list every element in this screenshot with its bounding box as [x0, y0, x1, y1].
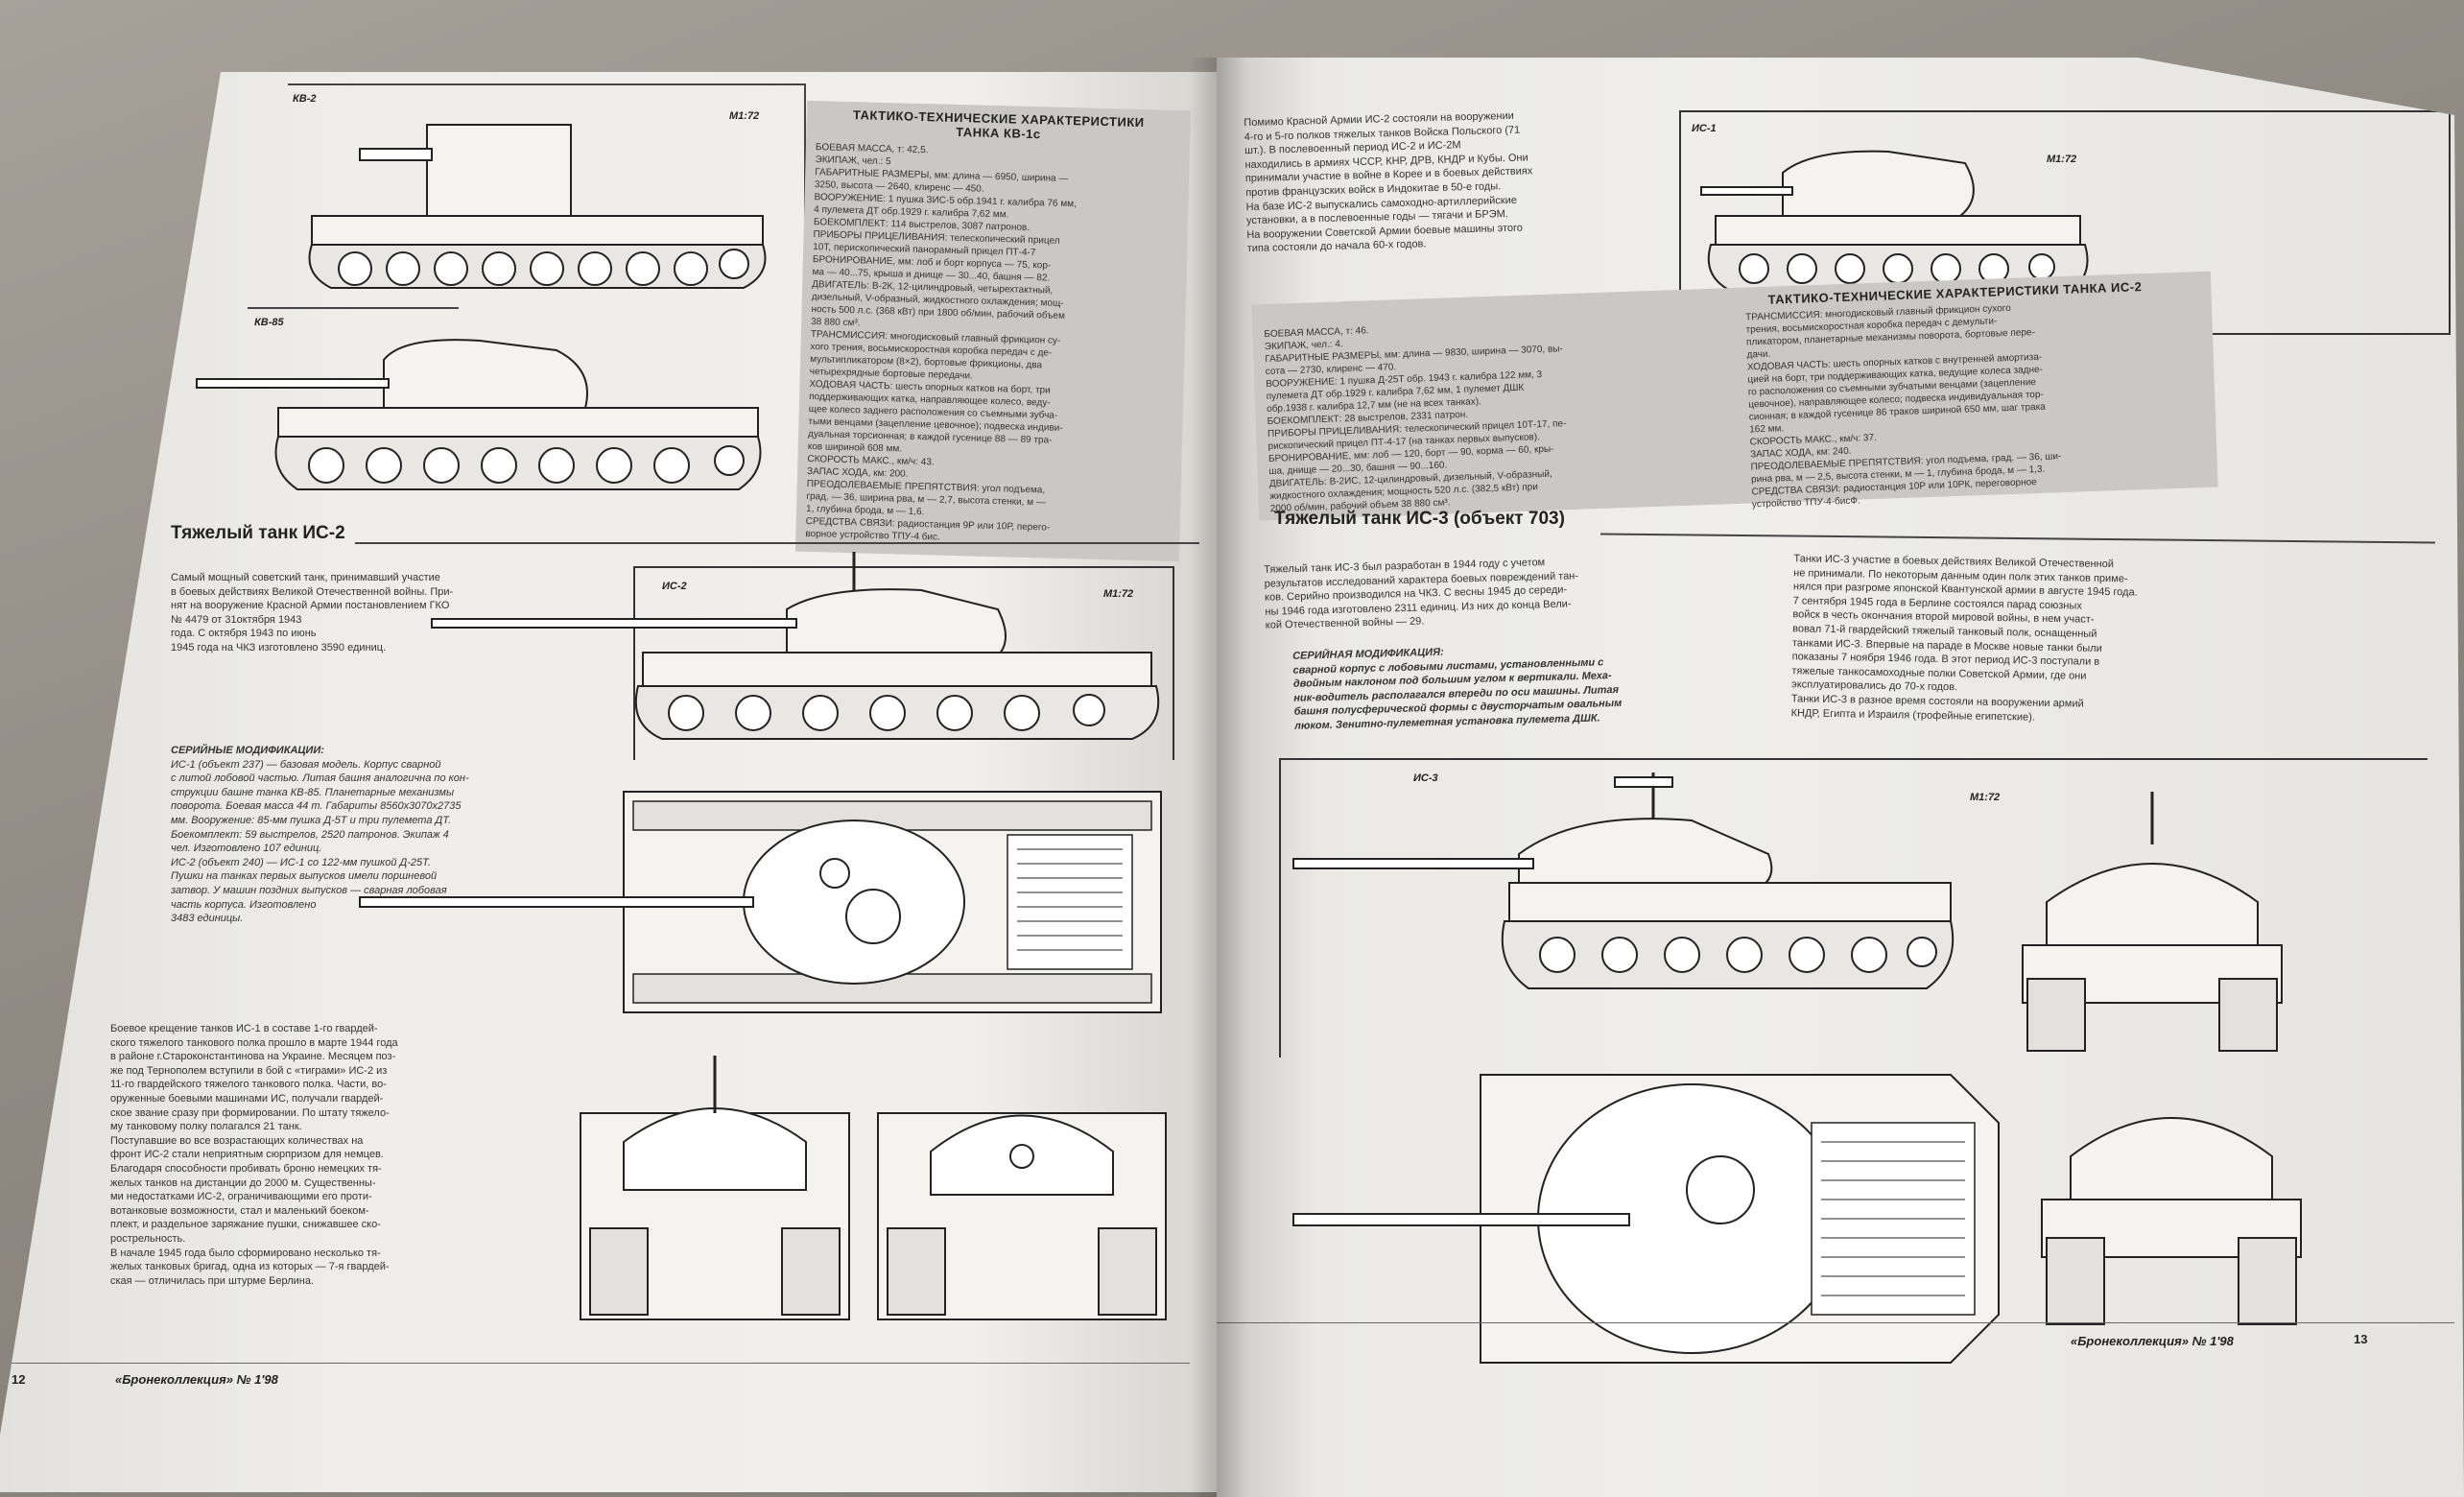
text-line: ми недостатками ИС-2, ограничивающими ег…: [110, 1191, 372, 1203]
right-footer-rule: [1217, 1322, 2454, 1323]
is2-foreign-text: Помимо Красной Армии ИС-2 состояли на во…: [1244, 105, 1698, 256]
is3-frame: [1279, 758, 2428, 1057]
text-line: ИС-2 (объект 240) — ИС-1 со 122-мм пушко…: [171, 856, 431, 868]
is2-heading-rule: [355, 542, 1199, 544]
kv85-frame-top: [248, 307, 459, 309]
text-line: Поступавшие во все возрастающих количест…: [110, 1134, 364, 1147]
kv2-label: КВ-2: [293, 93, 317, 105]
text-line: вотанковые возможности, стал и маленький…: [110, 1204, 369, 1217]
right-footer-title: «Бронеколлекция» № 1'98: [2071, 1334, 2234, 1348]
text-line: с литой лобовой частью. Литая башня анал…: [171, 772, 469, 785]
is3-side-drawing: [1289, 768, 1960, 1056]
is3-rear-drawing: [2032, 1070, 2310, 1329]
is2-scale: М1:72: [1103, 588, 1134, 600]
text-line: ИС-1 (объект 237) — базовая модель. Корп…: [171, 758, 441, 771]
text-line: в районе г.Староконстантинова на Украине…: [110, 1051, 396, 1063]
text-line: 11-го гвардейского тяжелого танкового по…: [110, 1079, 387, 1091]
left-footer-rule: [0, 1363, 1190, 1364]
text-line: Пушки на танках первых выпусков имели по…: [171, 870, 438, 883]
is2-heading: Тяжелый танк ИС-2: [171, 523, 345, 543]
text-line: в боевых действиях Великой Отечественной…: [171, 585, 454, 598]
text-line: нят на вооружение Красной Армии постанов…: [171, 600, 450, 612]
is3-heading-rule: [1600, 533, 2435, 544]
text-line: ская — отличилась при штурме Берлина.: [110, 1274, 315, 1287]
is2-intro-text: Самый мощный советский танк, принимавший…: [171, 571, 603, 655]
text-line: желых танковых бригад, одна из которых —…: [110, 1261, 390, 1273]
left-footer-title: «Бронеколлекция» № 1'98: [115, 1372, 278, 1387]
is2-label: ИС-2: [662, 581, 687, 592]
text-line: ского тяжелого танкового полка прошло в …: [110, 1036, 398, 1049]
text-line: му танковому полку полагался 21 танк.: [110, 1121, 302, 1133]
book-gutter: [1190, 58, 1247, 1497]
text-line: струкции башне танка КВ-85. Планетарные …: [171, 786, 455, 798]
text-line: поворота. Боевая масса 44 т. Габариты 85…: [171, 800, 462, 813]
text-line: № 4479 от 31октября 1943: [171, 613, 302, 626]
is2-front-rear-drawing: [576, 1036, 1171, 1329]
text-line: желых танков на дистанции до 2000 м. Сущ…: [110, 1176, 376, 1189]
text-line: года. С октября 1943 по июнь: [171, 628, 317, 640]
left-page-number: 12: [12, 1372, 26, 1387]
text-line: плект, и раздельное заряжание пушки, сни…: [110, 1219, 381, 1231]
is2-side-drawing: [422, 542, 1171, 763]
is2-mods-heading: СЕРИЙНЫЕ МОДИФИКАЦИИ:: [171, 745, 324, 756]
text-line: Боевое крещение танков ИС-1 в составе 1-…: [110, 1023, 378, 1034]
text-line: рострельность.: [110, 1232, 186, 1245]
is3-intro-text: Тяжелый танк ИС-3 был разработан в 1944 …: [1264, 550, 1765, 633]
is1-label: ИС-1: [1692, 123, 1717, 134]
left-page: КВ-2 М1:72 КВ-85: [0, 72, 1217, 1492]
right-page: Помимо Красной Армии ИС-2 состояли на во…: [1217, 58, 2464, 1497]
is2-spec-right-col: ТРАНСМИССИЯ: многодисковый главный фрикц…: [1745, 296, 2203, 511]
kv1s-spec-box: ТАКТИКО-ТЕХНИЧЕСКИЕ ХАРАКТЕРИСТИКИ ТАНКА…: [794, 100, 1192, 562]
is3-front-drawing: [2008, 787, 2296, 1056]
text-line: В начале 1945 года было сформировано нес…: [110, 1247, 381, 1259]
text-line: Самый мощный советский танк, принимавший…: [171, 572, 440, 583]
is3-mods-text: СЕРИЙНАЯ МОДИФИКАЦИЯ: сварной корпус с л…: [1292, 636, 1793, 733]
is3-top-drawing: [1289, 1065, 2008, 1372]
is2-spec-left-col: БОЕВАЯ МАССА, т: 46. ЭКИПАЖ, чел.: 4. ГА…: [1264, 312, 1741, 528]
is3-label: ИС-3: [1413, 772, 1438, 784]
kv85-label: КВ-85: [254, 317, 284, 328]
text-line: чел. Изготовлено 107 единиц.: [171, 843, 322, 855]
text-line: часть корпуса. Изготовлено: [171, 898, 317, 911]
text-line: Боекомплект: 59 выстрелов, 2520 патронов…: [171, 828, 449, 841]
text-line: затвор. У машин поздних выпусков — сварн…: [171, 884, 447, 896]
right-page-number: 13: [2354, 1332, 2368, 1346]
kv2-scale: М1:72: [729, 110, 760, 122]
is3-heading: Тяжелый танк ИС-3 (объект 703): [1274, 509, 1565, 529]
text-line: 1945 года на ЧКЗ изготовлено 3590 единиц…: [171, 641, 387, 653]
is2-spec-box: ТАКТИКО-ТЕХНИЧЕСКИЕ ХАРАКТЕРИСТИКИ ТАНКА…: [1251, 271, 2218, 521]
is2-top-drawing: [355, 787, 1171, 1022]
is1-scale: М1:72: [2047, 154, 2077, 165]
kv2-side-drawing: [302, 106, 772, 312]
is2-side-frame: [633, 566, 1174, 760]
is2-mods-text: СЕРИЙНЫЕ МОДИФИКАЦИИ: ИС-1 (объект 237) …: [171, 744, 583, 926]
text-line: ское звание сразу при формировании. По ш…: [110, 1106, 390, 1119]
is2-body-text: Боевое крещение танков ИС-1 в составе 1-…: [110, 1022, 561, 1288]
text-line: Благодаря способности пробивать броню не…: [110, 1162, 382, 1175]
text-line: же под Тернополем вступили в бой с «тигр…: [110, 1064, 388, 1077]
is3-service-text: Танки ИС-3 участие в боевых действиях Ве…: [1791, 552, 2312, 729]
kv2-frame-top: [288, 83, 806, 85]
text-line: 3483 единицы.: [171, 913, 244, 925]
text-line: оруженные боевыми машинами ИС, получали …: [110, 1092, 384, 1105]
text-line: мм. Вооружение: 85-мм пушка Д-5Т и три п…: [171, 814, 452, 826]
is3-scale: М1:72: [1970, 792, 2001, 803]
kv85-side-drawing: [192, 331, 787, 518]
text-line: фронт ИС-2 стали неприятным сюрпризом дл…: [110, 1149, 384, 1161]
